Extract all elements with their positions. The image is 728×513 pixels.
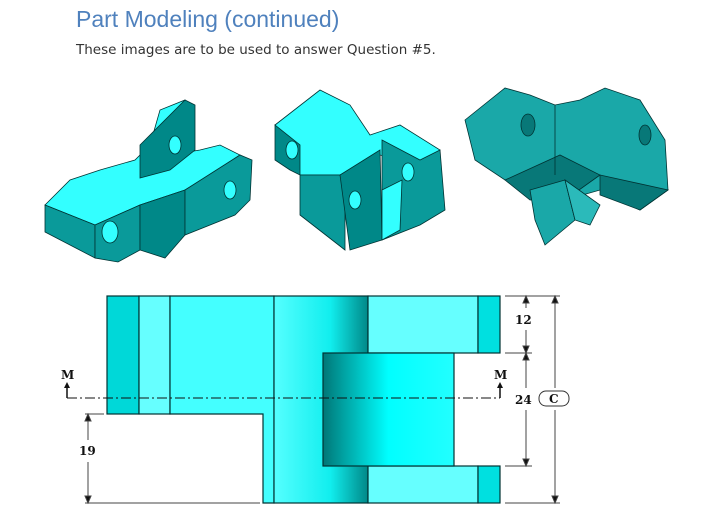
hole (101, 220, 119, 244)
dimension-c-bubble (538, 390, 570, 407)
section-label-right: M (494, 368, 507, 382)
isometric-view-1 (44, 99, 253, 263)
boss-face (322, 352, 455, 467)
section-arrow-right (497, 382, 503, 398)
slide-title: Part Modeling (continued) (76, 6, 340, 32)
isometric-view-3 (464, 87, 669, 246)
orthographic-view (106, 295, 501, 504)
isometric-view-2 (274, 89, 446, 251)
dimension-c-label: C (549, 392, 559, 406)
section-label-left: M (61, 368, 74, 382)
dimension-lines (84, 294, 560, 505)
dimension-19: 19 (79, 444, 96, 458)
section-arrow-left (64, 382, 70, 398)
dimension-12: 12 (515, 313, 532, 327)
left-end-face (106, 295, 140, 415)
dimension-24: 24 (515, 393, 532, 407)
slide-subtitle: These images are to be used to answer Qu… (76, 42, 436, 58)
